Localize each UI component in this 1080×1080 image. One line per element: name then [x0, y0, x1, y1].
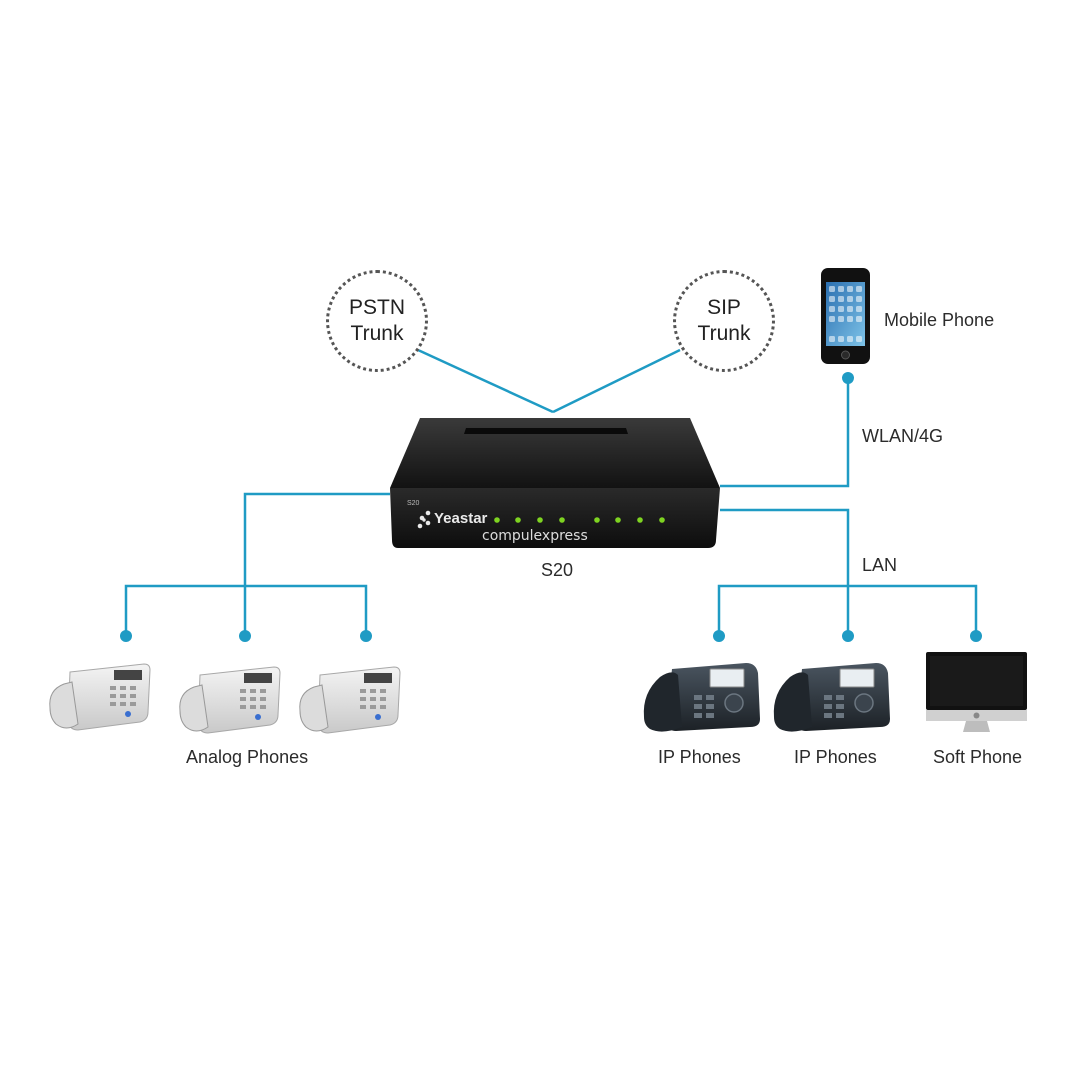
connection-lines	[124, 348, 978, 636]
pstn-trunk: PSTN Trunk	[326, 270, 428, 372]
monitor-icon	[926, 652, 1027, 732]
analog-phone-icon	[49, 663, 151, 731]
yeastar-logo-icon	[417, 510, 431, 529]
lan-bus	[717, 584, 978, 636]
analog-phones-label: Analog Phones	[186, 747, 309, 767]
ip-phones-label-1: IP Phones	[658, 747, 741, 767]
dot-mobile	[842, 372, 854, 384]
ip-phone-icon	[643, 663, 760, 732]
ip-phone-icon	[773, 663, 890, 732]
connection-dots	[120, 372, 982, 642]
analog-bus	[124, 584, 368, 636]
wlan-label: WLAN/4G	[862, 426, 944, 446]
soft-phone-label: Soft Phone	[933, 747, 1023, 767]
dot-analog-1	[120, 630, 132, 642]
dot-analog-2	[239, 630, 251, 642]
ip-phones-label-2: IP Phones	[794, 747, 877, 767]
lan-link	[720, 508, 850, 636]
status-leds	[494, 517, 665, 523]
device-brand: Yeastar	[434, 510, 488, 527]
pstn-trunk-line2: Trunk	[350, 322, 404, 345]
dot-soft	[970, 630, 982, 642]
analog-link	[243, 492, 390, 636]
sip-link	[552, 348, 681, 414]
sip-trunk: SIP Trunk	[673, 270, 775, 372]
pstn-trunk-line1: PSTN	[348, 296, 405, 319]
s20-device	[390, 418, 720, 548]
sip-trunk-line1: SIP	[707, 296, 741, 319]
dot-ip-2	[842, 630, 854, 642]
dot-analog-3	[360, 630, 372, 642]
device-label: S20	[541, 560, 574, 580]
wlan-link	[720, 380, 850, 488]
device-model-small: S20	[407, 500, 420, 507]
pstn-link	[417, 348, 554, 414]
lan-label: LAN	[862, 555, 898, 575]
analog-phone-icon	[179, 666, 281, 734]
watermark: compulexpress	[482, 528, 588, 544]
analog-phone-icon	[299, 666, 401, 734]
dot-ip-1	[713, 630, 725, 642]
smartphone-icon	[821, 268, 870, 364]
mobile-label: Mobile Phone	[884, 310, 995, 330]
sip-trunk-line2: Trunk	[697, 322, 751, 345]
